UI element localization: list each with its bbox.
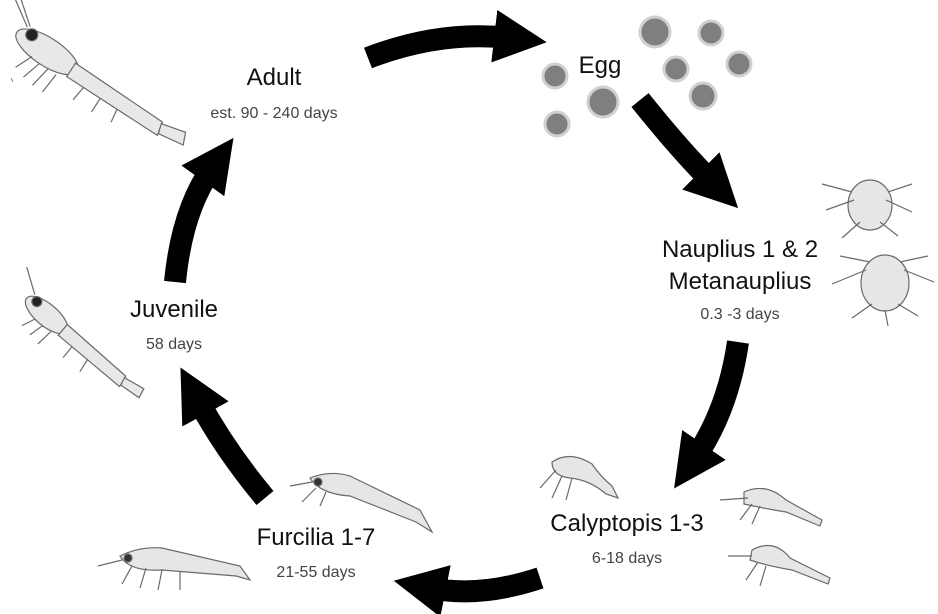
- juvenile-duration: 58 days: [146, 335, 202, 355]
- calyptopis-label: Calyptopis 1-3: [550, 510, 703, 538]
- juvenile-krill-icon: [0, 267, 157, 416]
- adult-duration: est. 90 - 240 days: [210, 104, 337, 124]
- metanauplius-label: Metanauplius: [669, 268, 812, 296]
- nauplius-icon: [822, 180, 912, 238]
- arrow-calyptopis-to-furcilia: [430, 578, 540, 591]
- egg-label: Egg: [579, 52, 622, 80]
- furcilia-label: Furcilia 1-7: [257, 524, 376, 552]
- arrow-furcilia-to-juvenile: [198, 400, 265, 498]
- stray-mark: [11, 78, 13, 82]
- nauplius-label: Nauplius 1 & 2: [662, 236, 818, 264]
- adult-label: Adult: [247, 64, 302, 92]
- arrow-nauplius-to-calyptopis: [695, 342, 738, 458]
- nauplius-duration: 0.3 -3 days: [700, 305, 779, 325]
- metanauplius-icon: [832, 255, 934, 326]
- calyptopis-duration: 6-18 days: [592, 549, 662, 569]
- furcilia-duration: 21-55 days: [276, 563, 355, 583]
- adult-krill-icon: [0, 0, 205, 172]
- arrow-egg-to-nauplius: [640, 100, 712, 182]
- arrow-juvenile-to-adult: [175, 168, 212, 282]
- juvenile-label: Juvenile: [130, 296, 218, 324]
- arrow-adult-to-egg: [368, 36, 510, 58]
